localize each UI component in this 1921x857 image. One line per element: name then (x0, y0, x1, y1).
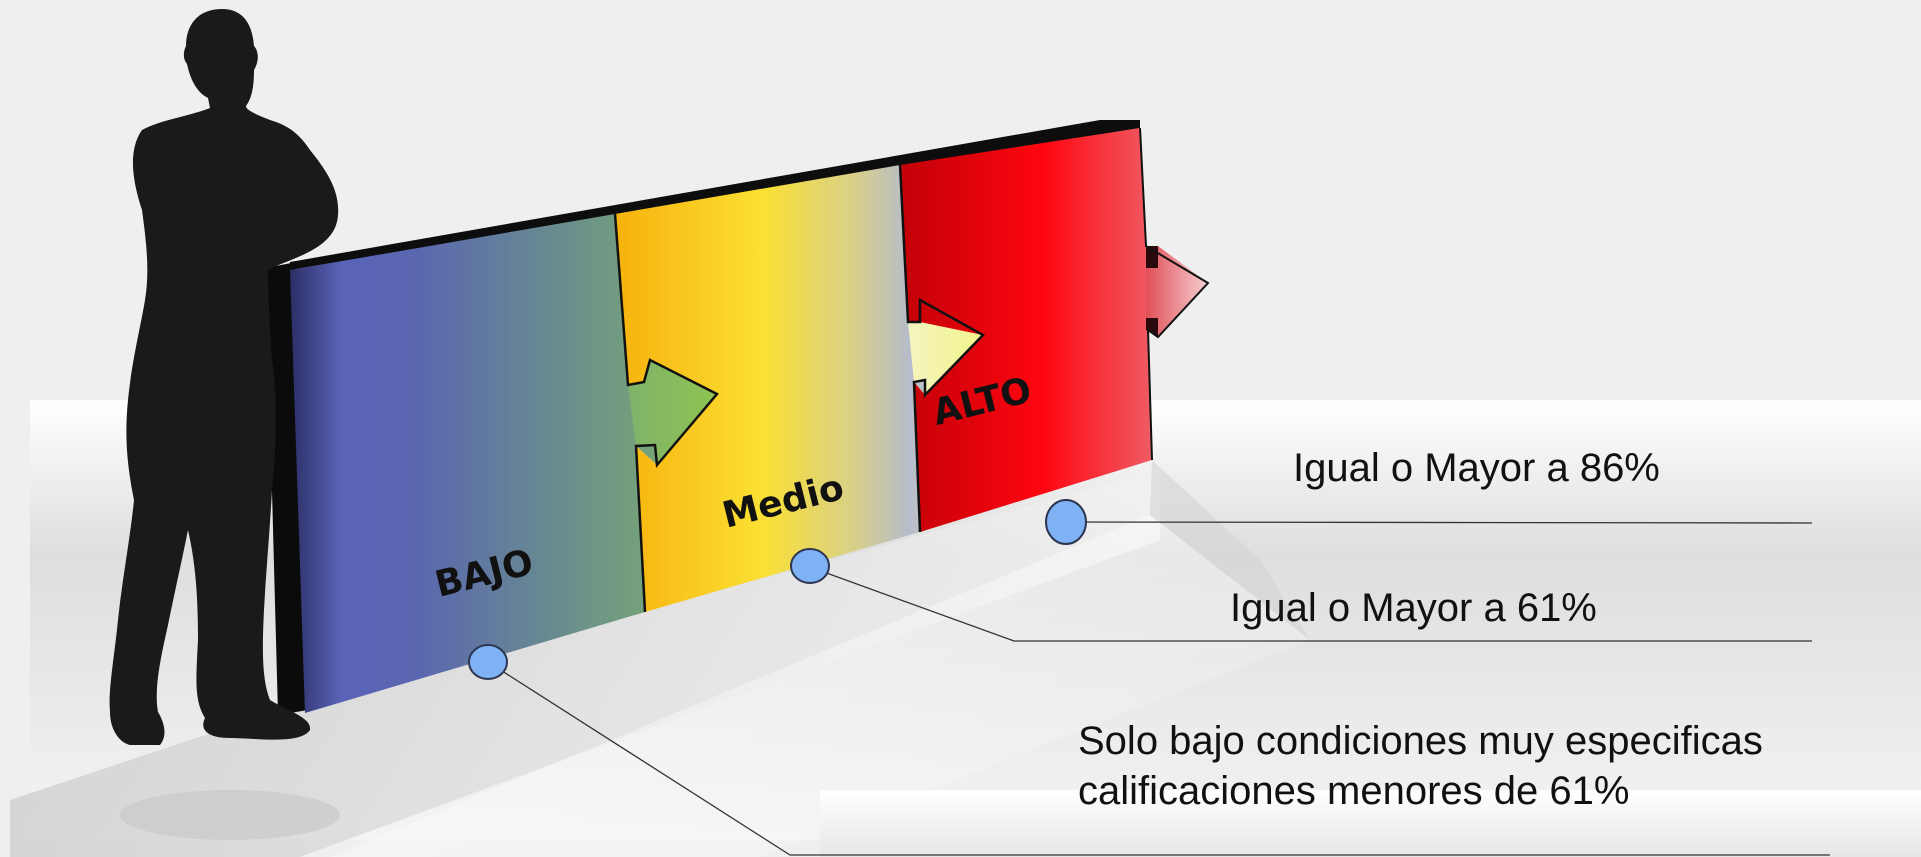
leader-line-high (1065, 521, 1813, 524)
leader-line-low (487, 661, 1830, 856)
leader-line-mid (809, 566, 1812, 642)
marker-mid (790, 548, 830, 584)
arrow-bajo (628, 360, 717, 465)
panel-bajo (290, 214, 717, 713)
wall-drop-shadow (1150, 460, 1310, 640)
arrow-alto-shadow-low (1146, 318, 1158, 337)
person-silhouette-icon (109, 9, 339, 745)
callout-low: Solo bajo condiciones muy especificas ca… (1078, 716, 1763, 816)
person-shadow (120, 790, 340, 840)
arrow-alto (1146, 246, 1208, 337)
floor-perspective (10, 470, 1160, 857)
callout-mid: Igual o Mayor a 61% (1230, 586, 1597, 630)
floor-highlight (330, 515, 1310, 857)
divider-medio-alto (898, 164, 986, 533)
callout-high: Igual o Mayor a 86% (1293, 446, 1660, 490)
arrow-medio (908, 300, 983, 395)
marker-high (1045, 499, 1087, 545)
divider-bajo-medio (613, 213, 719, 613)
panel-alto (900, 128, 1160, 532)
panel-medio (615, 165, 983, 612)
callout-low-line1: Solo bajo condiciones muy especificas (1078, 719, 1763, 763)
bottom-band (820, 790, 1921, 857)
callout-low-line2: calificaciones menores de 61% (1078, 769, 1630, 813)
wall-right-edge (1139, 127, 1210, 461)
wall-top-edge (290, 120, 1140, 270)
marker-low (468, 644, 508, 680)
